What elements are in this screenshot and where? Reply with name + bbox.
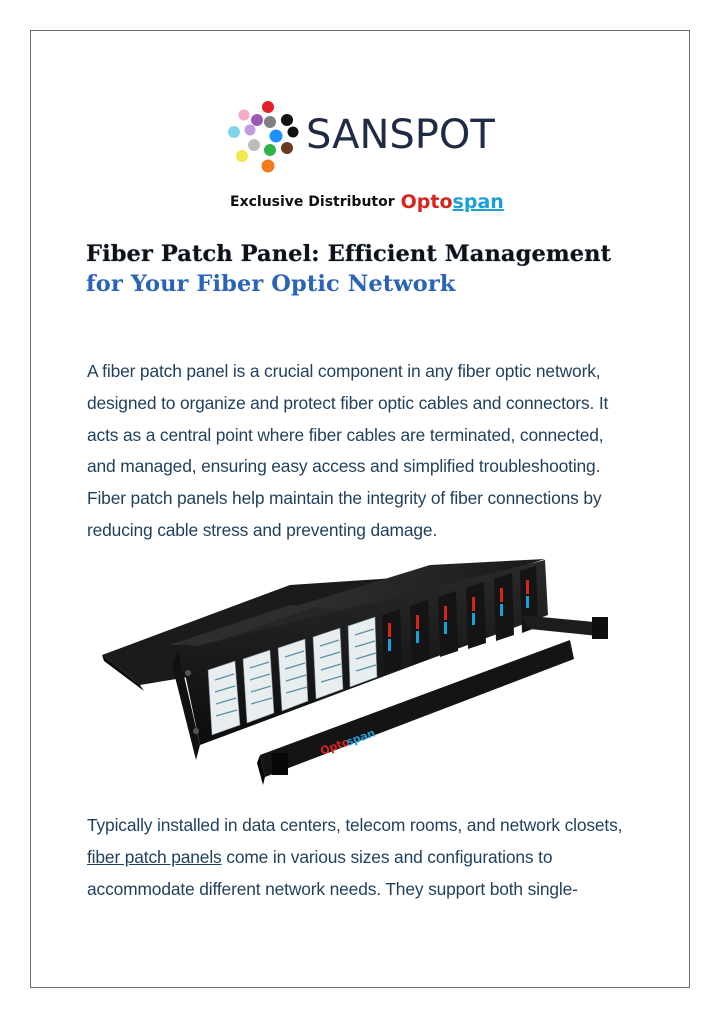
paragraph-line: accommodate different network needs. The… xyxy=(87,878,578,899)
paragraph-line: and managed, ensuring easy access and si… xyxy=(87,456,601,477)
fiber-patch-panels-link[interactable]: fiber patch panels xyxy=(87,846,222,867)
logo-dots-icon xyxy=(228,101,299,173)
fiber-patch-panel-image: Opto span xyxy=(102,559,608,785)
logo-wordmark: SANSPOT xyxy=(306,112,495,158)
distributor-label: Exclusive Distributor xyxy=(230,194,395,210)
page-frame xyxy=(30,30,690,988)
paragraph-line: acts as a central point where fiber cabl… xyxy=(87,424,604,445)
optospan-brand-part1: Opto xyxy=(400,191,453,213)
details-paragraph: Typically installed in data centers, tel… xyxy=(87,810,647,905)
optospan-brand-part2: span xyxy=(452,191,504,213)
paragraph-line: A fiber patch panel is a crucial compone… xyxy=(87,361,601,381)
paragraph-line: reducing cable stress and preventing dam… xyxy=(87,519,438,540)
title-line-2: for Your Fiber Optic Network xyxy=(86,271,456,297)
paragraph-line: designed to organize and protect fiber o… xyxy=(87,392,609,413)
paragraph-line: Typically installed in data centers, tel… xyxy=(87,815,623,835)
paragraph-line-rest: come in various sizes and configurations… xyxy=(221,846,553,867)
optospan-logo: Optospan xyxy=(401,191,504,213)
intro-paragraph: A fiber patch panel is a crucial compone… xyxy=(87,356,647,547)
paragraph-line: Fiber patch panels help maintain the int… xyxy=(87,488,602,509)
page-title: Fiber Patch Panel: Efficient Management … xyxy=(86,239,646,299)
distributor-line: Exclusive Distributor Optospan xyxy=(230,191,504,215)
sanspot-logo: SANSPOT xyxy=(224,98,504,178)
paragraph-line: fiber patch panels come in various sizes… xyxy=(87,842,647,874)
title-line-1: Fiber Patch Panel: Efficient Management xyxy=(86,241,612,267)
